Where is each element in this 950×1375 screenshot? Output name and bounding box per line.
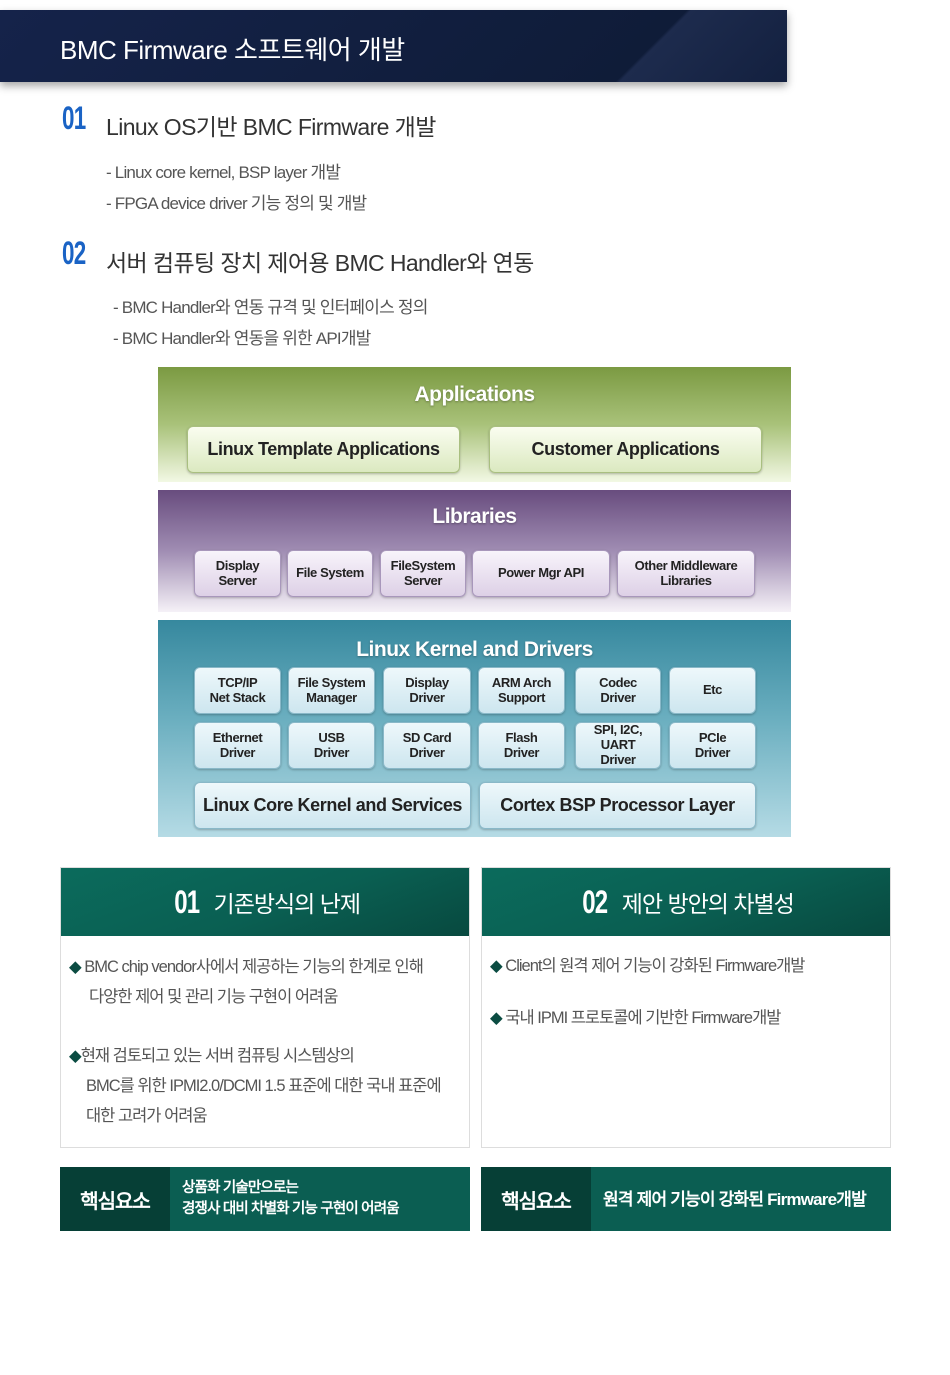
page-title: BMC Firmware 소프트웨어 개발	[60, 35, 405, 65]
section-title: 서버 컴퓨팅 장치 제어용 BMC Handler와 연동	[106, 250, 534, 276]
diagram-box: Other Middleware Libraries	[617, 550, 755, 597]
diagram-box: SD Card Driver	[383, 722, 471, 769]
section-number: 01	[62, 100, 86, 136]
card-title: 기존방식의 난제	[213, 891, 362, 917]
diagram-box: Power Mgr API	[472, 550, 610, 597]
diagram-box: USB Driver	[288, 722, 375, 769]
diagram-box: Display Driver	[383, 667, 471, 714]
diagram-box: SPI, I2C, UART Driver	[575, 722, 661, 769]
list-item: - BMC Handler와 연동을 위한 API개발	[113, 329, 371, 348]
layer-title: Linux Kernel and Drivers	[356, 638, 593, 661]
key-label: 핵심요소	[60, 1167, 170, 1231]
section-title: Linux OS기반 BMC Firmware 개발	[106, 114, 436, 140]
diagram-box: Ethernet Driver	[194, 722, 281, 769]
diagram-box: Linux Core Kernel and Services	[194, 782, 471, 829]
diagram-box: Flash Driver	[478, 722, 565, 769]
diagram-box: Etc	[669, 667, 756, 714]
key-label: 핵심요소	[481, 1167, 591, 1231]
diagram-box: File System	[287, 550, 373, 597]
applications-layer: Applications Linux Template Applications…	[158, 367, 791, 482]
list-item: - Linux core kernel, BSP layer 개발	[106, 163, 341, 182]
diagram-box: Codec Driver	[575, 667, 661, 714]
section-number: 02	[62, 235, 86, 271]
card-number: 02	[582, 883, 608, 920]
page-header: BMC Firmware 소프트웨어 개발	[0, 10, 787, 82]
diagram-box: FileSystem Server	[380, 550, 466, 597]
diagram-box: PCIe Driver	[669, 722, 756, 769]
card-number: 01	[174, 883, 200, 920]
diagram-box: File System Manager	[288, 667, 375, 714]
diamond-icon: ◆	[69, 1047, 82, 1065]
card-title: 제안 방안의 차별성	[621, 891, 795, 917]
diagram-box: Display Server	[194, 550, 281, 597]
diagram-box: ARM Arch Support	[478, 667, 565, 714]
diamond-icon: ◆	[69, 958, 82, 976]
card-bullet: ◆ 국내 IPMI 프로토콜에 기반한 Firmware개발	[490, 1009, 781, 1027]
diamond-icon: ◆	[490, 1009, 503, 1027]
diagram-box: Linux Template Applications	[187, 426, 460, 473]
diagram-box: TCP/IP Net Stack	[194, 667, 281, 714]
layer-title: Applications	[414, 383, 535, 406]
layer-title: Libraries	[432, 505, 517, 528]
list-item: - BMC Handler와 연동 규격 및 인터페이스 정의	[113, 298, 428, 317]
diamond-icon: ◆	[490, 957, 503, 975]
challenge-card: 01 기존방식의 난제 ◆ BMC chip vendor사에서 제공하는 기능의…	[60, 867, 470, 1148]
diagram-box: Cortex BSP Processor Layer	[479, 782, 756, 829]
diagram-box: Customer Applications	[489, 426, 762, 473]
key-text: 원격 제어 기능이 강화된 Firmware개발	[603, 1189, 867, 1209]
card-bullet: ◆ Client의 원격 제어 기능이 강화된 Firmware개발	[490, 957, 806, 975]
key-factor-bar: 핵심요소 원격 제어 기능이 강화된 Firmware개발	[481, 1167, 891, 1231]
kernel-layer: Linux Kernel and Drivers TCP/IP Net Stac…	[158, 620, 791, 837]
proposal-card: 02 제안 방안의 차별성 ◆ Client의 원격 제어 기능이 강화된 Fir…	[481, 867, 891, 1148]
list-item: - FPGA device driver 기능 정의 및 개발	[106, 194, 367, 213]
